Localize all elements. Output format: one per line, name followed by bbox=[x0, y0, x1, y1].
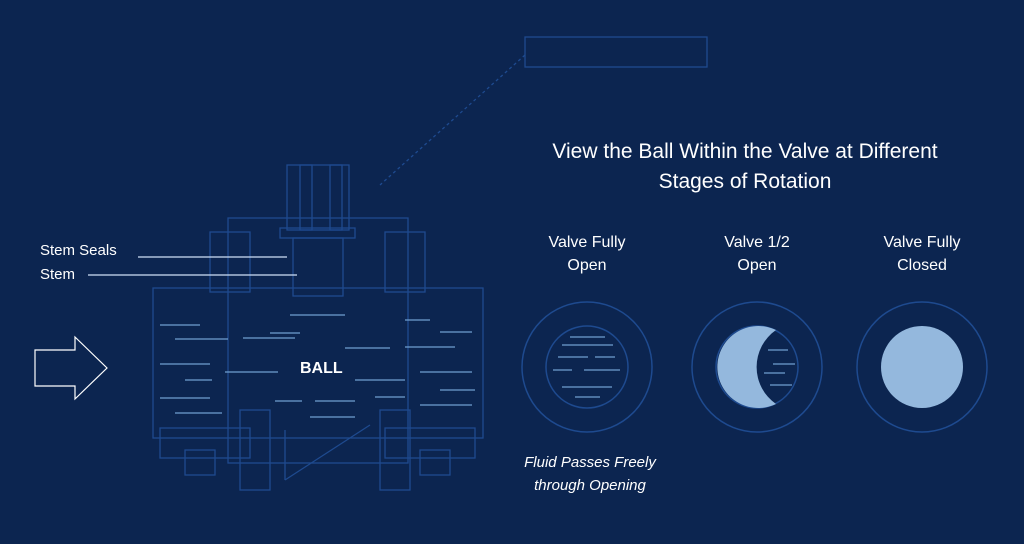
ball-label: BALL bbox=[300, 360, 343, 377]
stage-label-line: Open bbox=[737, 257, 777, 274]
title-line-1: View the Ball Within the Valve at Differ… bbox=[552, 140, 938, 163]
caption-line-2: through Opening bbox=[534, 477, 646, 494]
open-caption: Fluid Passes Freely through Opening bbox=[490, 451, 690, 497]
stage-label-line: Valve 1/2 bbox=[724, 234, 790, 251]
label-pointers bbox=[88, 256, 297, 276]
flow-arrow-icon bbox=[34, 335, 108, 401]
stage-closed bbox=[856, 301, 988, 433]
stem-seals-label: Stem Seals bbox=[40, 242, 117, 259]
stage-label-line: Open bbox=[567, 257, 607, 274]
stem-label: Stem bbox=[40, 266, 76, 283]
diagram-title: View the Ball Within the Valve at Differ… bbox=[500, 137, 990, 197]
stage-label-line: Closed bbox=[897, 257, 947, 274]
stage-label-half-open: Valve 1/2 Open bbox=[687, 231, 827, 277]
handle-outline bbox=[524, 36, 708, 68]
stage-label-line: Valve Fully bbox=[883, 234, 961, 251]
ball-crescent bbox=[717, 326, 776, 409]
stage-label-open: Valve Fully Open bbox=[517, 231, 657, 277]
stage-label-closed: Valve Fully Closed bbox=[852, 231, 992, 277]
ball-closed bbox=[881, 326, 963, 408]
caption-line-1: Fluid Passes Freely bbox=[524, 454, 656, 471]
valve-body-outline bbox=[152, 36, 708, 491]
stage-label-line: Valve Fully bbox=[548, 234, 626, 251]
stage-open bbox=[521, 301, 653, 433]
handle-dotted-line bbox=[379, 54, 526, 186]
fluid-lines bbox=[160, 314, 475, 418]
stage-half-open bbox=[691, 301, 823, 433]
title-line-2: Stages of Rotation bbox=[658, 170, 832, 193]
